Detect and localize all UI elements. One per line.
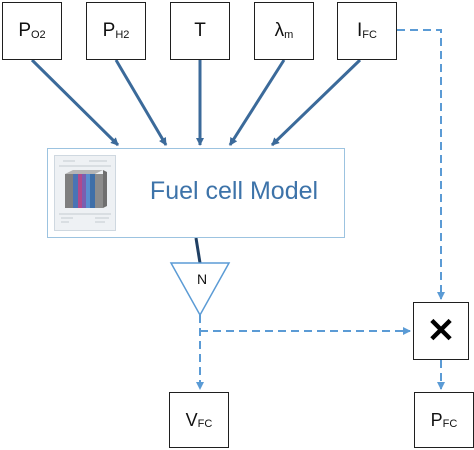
- input-ifc-sub: FC: [362, 29, 377, 41]
- fuel-cell-model-block: Fuel cell Model: [47, 148, 345, 238]
- output-vfc-sub: FC: [197, 418, 213, 430]
- input-t-base: T: [194, 20, 206, 41]
- input-ph2-base: P: [102, 20, 116, 41]
- input-ifc-base: I: [357, 20, 363, 41]
- output-vfc-base: V: [185, 409, 198, 430]
- dashed-ifc-to-multiplier: [397, 29, 445, 300]
- fuel-cell-stack-image: [54, 155, 116, 231]
- arrow-ifc-to-model: [270, 58, 362, 147]
- gain-triangle: [169, 262, 231, 317]
- input-lambda-base: λ: [274, 20, 285, 41]
- output-pfc-base: P: [430, 409, 443, 430]
- output-pfc-sub: FC: [442, 418, 458, 430]
- input-ph2-sub: H2: [115, 29, 130, 41]
- arrow-po2-to-model: [30, 58, 120, 147]
- input-po2-sub: O2: [31, 29, 46, 41]
- multiplier-block: ✕: [413, 302, 469, 360]
- model-label: Fuel cell Model: [149, 177, 319, 205]
- input-po2-base: P: [18, 20, 31, 41]
- input-box-t: T: [170, 2, 230, 60]
- gain-label: N: [196, 271, 208, 287]
- input-lambda-sub: m: [284, 29, 294, 41]
- line-model-to-gain: [194, 237, 202, 264]
- arrow-lm-to-model: [228, 59, 286, 146]
- arrow-ph2-to-model: [114, 59, 168, 146]
- multiply-icon: ✕: [426, 312, 456, 350]
